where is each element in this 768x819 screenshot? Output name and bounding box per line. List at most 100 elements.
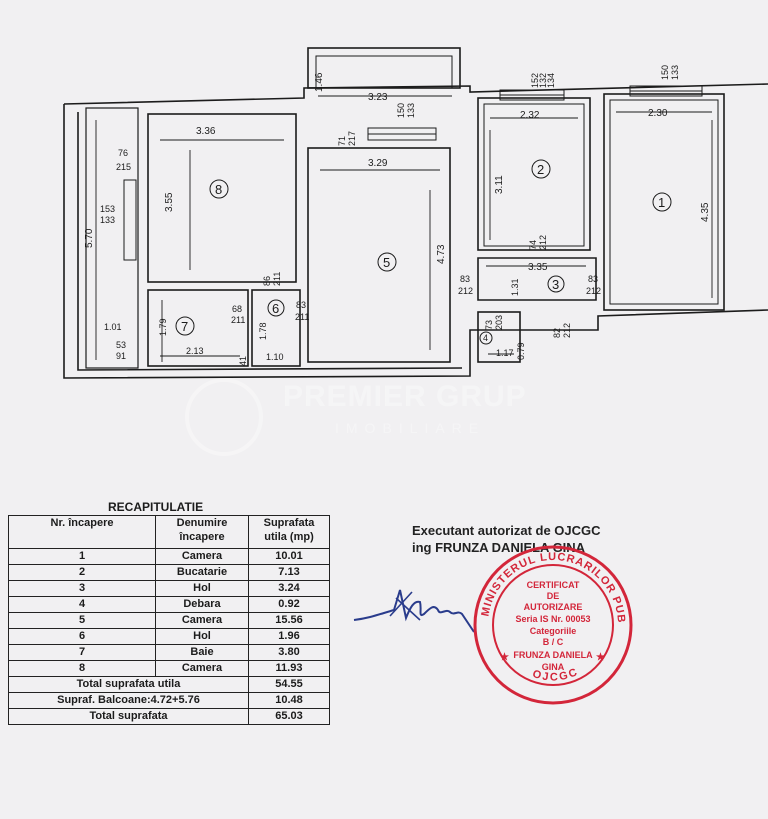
dim-r3-right-door-w: 83 xyxy=(588,274,598,284)
dim-r2-win-w: 152 xyxy=(530,73,540,88)
room-5-outline xyxy=(307,147,451,363)
dim-left-small: 1.01 xyxy=(104,322,122,332)
dim-r2-height: 3.11 xyxy=(494,175,505,194)
room-6-outline xyxy=(251,289,301,367)
recap-table: Nr. încapere Denumire încapere Suprafata… xyxy=(8,515,330,725)
dim-r4-height: 0.79 xyxy=(516,342,526,360)
dim-door-217: 217 xyxy=(347,131,357,146)
dim-r1-height: 4.35 xyxy=(700,202,711,222)
recap-cell-nr: 3 xyxy=(8,580,156,597)
stamp-line-2: DE xyxy=(547,591,560,601)
recap-cell-name: Hol xyxy=(155,580,249,597)
stamp-line-4: Seria IS Nr. 00053 xyxy=(515,614,590,624)
recap-cell-area: 1.96 xyxy=(248,628,330,645)
floor-plan: 1.46 3.23 150 133 71 217 3.36 3.55 76 21… xyxy=(63,47,768,379)
dim-r1-win-h: 133 xyxy=(670,65,680,80)
recap-cell-nr: 4 xyxy=(8,596,156,613)
room-8-number: 8 xyxy=(215,182,222,197)
recap-cell-name: Baie xyxy=(155,644,249,661)
dim-balcony-depth: 1.46 xyxy=(314,72,325,92)
stamp-line-7: FRUNZA DANIELA xyxy=(513,650,593,660)
recap-header-name: Denumire încapere xyxy=(155,515,249,549)
room-6-marker xyxy=(267,299,285,317)
dim-door-bal-h: 133 xyxy=(406,103,416,118)
balcony-top xyxy=(307,47,461,89)
recap-cell-name: Camera xyxy=(155,660,249,677)
room-1-outline xyxy=(603,93,725,311)
room-3-marker xyxy=(547,275,565,293)
dim-r5-height: 4.73 xyxy=(436,244,447,264)
recap-cell-name: Hol xyxy=(155,628,249,645)
stamp-line-1: CERTIFICAT xyxy=(527,580,580,590)
dim-r7-width: 2.13 xyxy=(186,346,204,356)
room-3-outline xyxy=(477,257,597,301)
room-4-outline xyxy=(477,311,521,363)
dim-small-41: 41 xyxy=(238,356,248,366)
dim-left-bal-height: 5.70 xyxy=(84,228,95,248)
room-8-outline xyxy=(147,113,297,283)
recap-total-value: 54.55 xyxy=(248,676,330,693)
dim-r6-door-b-h: 211 xyxy=(295,312,309,322)
stamp-line-8: GINA xyxy=(542,662,565,672)
recap-cell-area: 3.24 xyxy=(248,580,330,597)
recap-cell-area: 3.80 xyxy=(248,644,330,661)
recap-cell-area: 15.56 xyxy=(248,612,330,629)
dim-r2-win-h1: 132 xyxy=(538,73,548,88)
dim-r1-win-w: 150 xyxy=(660,65,670,80)
dim-door-bal-w: 150 xyxy=(396,103,406,118)
dim-r6-height: 1.78 xyxy=(258,322,268,340)
dim-r8-door-h: 215 xyxy=(116,162,131,172)
recap-total-value: 10.48 xyxy=(248,692,330,709)
dim-r8-door-w: 76 xyxy=(118,148,128,158)
outer-wall-bottom xyxy=(63,104,768,379)
recap-cell-name: Camera xyxy=(155,612,249,629)
room-4-number: 4 xyxy=(483,333,488,343)
outer-wall xyxy=(63,83,768,105)
recap-header-nr: Nr. încapere xyxy=(8,515,156,549)
dim-r2-width: 2.32 xyxy=(520,110,540,121)
room-2-number: 2 xyxy=(537,162,544,177)
dim-r1-width: 2.30 xyxy=(648,108,668,119)
dim-r6-door-a-h: 211 xyxy=(272,272,282,286)
recap-title: RECAPITULATIE xyxy=(108,500,204,514)
dim-r2-door-w: 74 xyxy=(528,240,538,250)
dim-r3-left-door-h: 212 xyxy=(458,286,473,296)
dim-r8-height: 3.55 xyxy=(164,192,175,212)
dim-r4-door-h: 203 xyxy=(494,315,504,330)
recap-cell-name: Bucatarie xyxy=(155,564,249,581)
dim-door-71: 71 xyxy=(337,136,347,146)
room-4-marker xyxy=(479,331,493,345)
room-8-marker xyxy=(209,179,229,199)
room-3-number: 3 xyxy=(552,277,559,292)
recap-cell-nr: 6 xyxy=(8,628,156,645)
dim-r6-door-a-w: 86 xyxy=(262,276,272,286)
recap-cell-name: Debara xyxy=(155,596,249,613)
executant-line2: ing FRUNZA DANIELA GINA xyxy=(412,540,586,555)
recap-cell-nr: 7 xyxy=(8,644,156,661)
room-7-outline xyxy=(147,289,249,367)
recap-total-label: Total suprafata xyxy=(8,708,249,725)
stamp-line-6: B / C xyxy=(543,637,564,647)
dim-r3-right-door-h: 212 xyxy=(586,286,601,296)
dim-r8-width: 3.36 xyxy=(196,126,216,137)
dim-r6-door-b-w: 83 xyxy=(296,300,306,310)
dim-entry-door-h: 212 xyxy=(562,323,572,338)
recap-total-label: Total suprafata utila xyxy=(8,676,249,693)
official-stamp: MINISTERUL LUCRARILOR PUBLICE OJCGC CERT… xyxy=(468,540,633,705)
dim-r4-width: 1.17 xyxy=(496,348,514,358)
dim-r3-height: 1.31 xyxy=(510,278,520,296)
recap-cell-nr: 5 xyxy=(8,612,156,629)
recap-cell-area: 0.92 xyxy=(248,596,330,613)
executant-line1: Executant autorizat de OJCGC xyxy=(412,523,601,538)
stamp-line-3: AUTORIZARE xyxy=(524,602,583,612)
room-6-number: 6 xyxy=(272,301,279,316)
stamp-line-5: Categoriile xyxy=(530,626,577,636)
recap-cell-nr: 8 xyxy=(8,660,156,677)
dim-r3-width: 3.35 xyxy=(528,262,548,273)
